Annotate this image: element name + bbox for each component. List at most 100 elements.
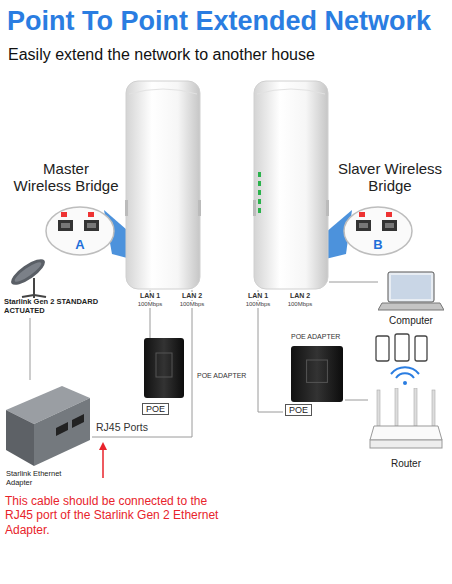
- port-name: LAN 1: [133, 292, 167, 300]
- node-label: POE ADAPTER: [197, 372, 246, 380]
- port-name: LAN 2: [175, 292, 209, 300]
- port-callout: B: [342, 205, 414, 257]
- port-label: RJ45 Ports: [96, 421, 148, 433]
- computer-icon-art: [378, 270, 444, 314]
- phone-icon: [376, 336, 389, 361]
- drawing-part: [385, 223, 394, 228]
- node-sublabel: POE: [285, 404, 312, 416]
- phone-icon: [395, 334, 409, 361]
- title: Point To Point Extended Network: [7, 6, 431, 37]
- drawing-part: [388, 272, 434, 302]
- poe-adapter: POE ADAPTERPOE: [283, 346, 345, 420]
- red-arrow: [102, 448, 104, 478]
- port-name: LAN 2: [283, 292, 317, 300]
- drawing-part: [370, 440, 442, 448]
- drawing-part: [253, 200, 256, 216]
- drawing-part: [258, 199, 261, 204]
- drawing-part: [144, 338, 184, 398]
- poe-adapter: POE ADAPTERPOE: [140, 338, 184, 422]
- drawing-part: [359, 212, 365, 217]
- node-label: Starlink Gen 2 STANDARD ACTUATED: [4, 298, 116, 315]
- drawing-part: [395, 388, 398, 426]
- drawing-part: [377, 390, 380, 426]
- port-callout: A: [44, 205, 116, 257]
- drawing-part: [8, 258, 49, 289]
- drawing-part: [125, 200, 128, 216]
- cable-line: [92, 290, 192, 437]
- drawing-part: [258, 181, 261, 186]
- drawing-part: [84, 220, 99, 231]
- drawing-part: [88, 212, 94, 217]
- drawing-part: [432, 390, 435, 426]
- drawing-part: [257, 89, 325, 94]
- cable-line: [329, 282, 378, 283]
- port-speed: 100Mbps: [283, 301, 317, 308]
- port-speed: 100Mbps: [175, 301, 209, 308]
- port-speed: 100Mbps: [241, 301, 275, 308]
- drawing-part: [254, 81, 328, 289]
- drawing-part: [258, 172, 261, 177]
- port-name: LAN 1: [241, 292, 275, 300]
- cable-line: [258, 290, 283, 412]
- drawing-part: [58, 220, 73, 231]
- drawing-part: [129, 89, 197, 94]
- node-label: Router: [368, 458, 444, 470]
- router-icon: Router: [368, 388, 444, 478]
- satellite-dish-art: [4, 258, 64, 298]
- satellite-dish: Starlink Gen 2 STANDARD ACTUATED: [4, 258, 116, 318]
- node-label: B: [342, 238, 414, 253]
- drawing-part: [326, 200, 329, 216]
- drawing-part: [6, 410, 34, 466]
- drawing-part: [356, 220, 371, 231]
- wifi-icon: [396, 373, 414, 378]
- wireless-bridge-art: [125, 80, 201, 290]
- drawing-part: [386, 212, 392, 217]
- drawing-part: [34, 398, 90, 466]
- drawing-part: [126, 81, 200, 289]
- wireless-bridge: Master Wireless Bridge: [125, 80, 201, 290]
- poe-adapter-art: [283, 346, 345, 404]
- wireless-bridge: Slaver Wireless Bridge: [253, 80, 329, 290]
- drawing-part: [414, 388, 417, 426]
- drawing-part: [34, 295, 46, 297]
- node-label: POE ADAPTER: [291, 333, 340, 341]
- node-label: Computer: [378, 315, 444, 327]
- drawing-part: [61, 223, 70, 228]
- drawing-part: [258, 208, 261, 213]
- drawing-part: [258, 190, 261, 195]
- computer-icon: Computer: [378, 270, 444, 330]
- node-sublabel: POE: [142, 403, 169, 415]
- ethernet-adapter-art: [4, 380, 92, 470]
- drawing-part: [307, 360, 328, 382]
- drawing-part: [22, 295, 34, 297]
- ethernet-adapter: Starlink Ethernet Adapter: [4, 380, 92, 492]
- wifi-icon: [403, 381, 407, 385]
- drawing-part: [56, 422, 68, 436]
- drawing-part: [13, 260, 44, 285]
- drawing-part: [370, 426, 442, 440]
- node-label: Starlink Ethernet Adapter: [6, 470, 64, 487]
- drawing-part: [198, 200, 201, 216]
- node-label: Slaver Wireless Bridge: [337, 160, 443, 195]
- subtitle: Easily extend the network to another hou…: [8, 46, 315, 64]
- drawing-part: [378, 303, 444, 310]
- drawing-part: [391, 275, 431, 299]
- drawing-part: [382, 220, 397, 231]
- wireless-bridge-art: [253, 80, 329, 290]
- node-label: A: [44, 238, 116, 253]
- router-icon-art: [368, 388, 444, 454]
- poe-adapter-art: [140, 338, 186, 400]
- red-arrow: [99, 442, 107, 450]
- drawing-part: [359, 223, 368, 228]
- drawing-part: [291, 346, 343, 402]
- drawing-part: [33, 278, 35, 295]
- drawing-part: [72, 414, 84, 428]
- cable-line: [30, 318, 31, 380]
- node-label: Master Wireless Bridge: [13, 160, 119, 195]
- drawing-part: [61, 212, 67, 217]
- phone-icon: [415, 336, 427, 361]
- drawing-part: [156, 353, 172, 377]
- port-speed: 100Mbps: [133, 301, 167, 308]
- cable-line: [345, 400, 368, 401]
